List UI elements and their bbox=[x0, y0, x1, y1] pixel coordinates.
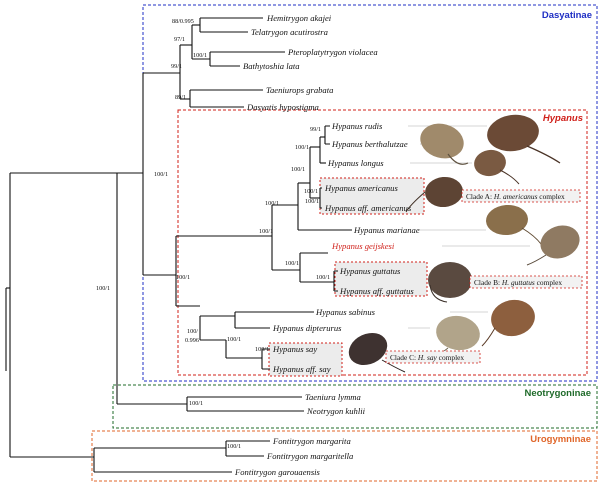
taxon-fontitrygon-margaritella: Fontitrygon margaritella bbox=[266, 451, 353, 461]
support-value: 100/1 bbox=[304, 188, 318, 195]
taxon-hypanus-aff-say: Hypanus aff. say bbox=[272, 364, 331, 374]
neotrygoninae-box bbox=[112, 384, 598, 429]
taxon-labels: Hemitrygon akajei Telatrygon acutirostra… bbox=[234, 13, 420, 477]
support-value: 88/0.995 bbox=[172, 18, 194, 25]
support-value: 100/1 bbox=[193, 52, 207, 59]
taxon-bathytoshia-lata: Bathytoshia lata bbox=[243, 61, 300, 71]
clade-a-label: Clade A: H. americanus complex bbox=[466, 192, 565, 201]
taxon-hypanus-aff-guttatus: Hypanus aff. guttatus bbox=[339, 286, 414, 296]
taxon-hypanus-rudis: Hypanus rudis bbox=[331, 121, 383, 131]
complex-labels: Clade A: H. americanus complex Clade B: … bbox=[385, 189, 583, 364]
clade-b-box bbox=[334, 261, 428, 297]
support-value: 100/1 bbox=[265, 200, 279, 207]
support-value: 100/1 bbox=[96, 285, 110, 292]
ray-photo-sabinus bbox=[481, 299, 535, 347]
taxon-hypanus-geijskesi: Hypanus geijskesi bbox=[331, 241, 395, 251]
taxon-hypanus-longus: Hypanus longus bbox=[327, 158, 384, 168]
support-value: 100/1 bbox=[255, 346, 269, 353]
ray-photo-americanus bbox=[405, 176, 463, 213]
taxon-fontitrygon-margarita: Fontitrygon margarita bbox=[272, 436, 351, 446]
taxon-hemitrygon-akajei: Hemitrygon akajei bbox=[266, 13, 332, 23]
taxon-hypanus-say: Hypanus say bbox=[272, 344, 317, 354]
support-value: 97/1 bbox=[174, 36, 185, 43]
support-value: 100/1 bbox=[176, 274, 190, 281]
ray-photo-berthalutzae bbox=[420, 123, 469, 165]
support-value: 0.996 bbox=[185, 337, 199, 344]
taxon-hypanus-sabinus: Hypanus sabinus bbox=[315, 307, 376, 317]
clade-a-label-box bbox=[461, 189, 581, 203]
dasyatinae-label: Dasyatinae bbox=[542, 10, 592, 21]
taxon-taeniurops-grabata: Taeniurops grabata bbox=[266, 85, 333, 95]
ray-photo-longus bbox=[474, 149, 520, 185]
support-value: 100/1 bbox=[227, 443, 241, 450]
taxon-hypanus-guttatus: Hypanus guttatus bbox=[339, 266, 401, 276]
taxon-telatrygon-acutirostra: Telatrygon acutirostra bbox=[251, 27, 328, 37]
clade-b-label: Clade B: H. guttatus complex bbox=[474, 278, 562, 287]
taxon-hypanus-americanus: Hypanus americanus bbox=[324, 183, 398, 193]
ray-photo-rudis bbox=[487, 114, 561, 164]
ray-photo-say bbox=[348, 332, 406, 373]
specimen-photos bbox=[348, 114, 580, 373]
taxon-pteroplatytrygon-violacea: Pteroplatytrygon violacea bbox=[287, 47, 378, 57]
support-value: 100/1 bbox=[154, 171, 168, 178]
clade-b-label-box bbox=[469, 275, 583, 289]
tree-branches bbox=[5, 17, 352, 473]
support-value: 100/1 bbox=[285, 260, 299, 267]
taxon-dasyatis-hypostigma: Dasyatis hypostigma bbox=[246, 102, 319, 112]
hypanus-label: Hypanus bbox=[543, 113, 583, 124]
clade-a-box bbox=[319, 177, 425, 215]
ray-photo-marianae bbox=[486, 204, 542, 245]
hypanus-box bbox=[177, 109, 588, 376]
support-value: 100/1 bbox=[259, 228, 273, 235]
neotrygoninae-label: Neotrygoninae bbox=[524, 388, 591, 399]
support-value: 100/1 bbox=[295, 144, 309, 151]
urogymninae-label: Urogymninae bbox=[530, 434, 591, 445]
support-value: 100/1 bbox=[316, 274, 330, 281]
clade-c-label: Clade C: H. say complex bbox=[390, 353, 464, 362]
support-value: 99/1 bbox=[310, 126, 321, 133]
ray-photo-geijskesi bbox=[526, 225, 580, 266]
support-value: 100/1 bbox=[305, 198, 319, 205]
support-value: 100/ bbox=[187, 328, 198, 335]
clade-c-box bbox=[268, 342, 343, 377]
ray-photo-guttatus bbox=[428, 262, 472, 303]
taxon-hypanus-berthalutzae: Hypanus berthalutzae bbox=[331, 139, 408, 149]
taxon-taeniura-lymma: Taeniura lymma bbox=[305, 392, 361, 402]
taxon-hypanus-aff-americanus: Hypanus aff. americanus bbox=[324, 203, 412, 213]
taxon-hypanus-dipterurus: Hypanus dipterurus bbox=[272, 323, 342, 333]
support-value: 100/1 bbox=[227, 336, 241, 343]
taxon-fontitrygon-garouaensis: Fontitrygon garouaensis bbox=[234, 467, 321, 477]
support-values: 88/0.995 97/1 100/1 99/1 89/1 99/1 100/1… bbox=[96, 18, 330, 450]
clade-c-label-box bbox=[385, 350, 481, 364]
urogymninae-box bbox=[91, 430, 598, 482]
taxon-hypanus-marianae: Hypanus marianae bbox=[353, 225, 420, 235]
support-value: 89/1 bbox=[175, 94, 186, 101]
taxon-neotrygon-kuhlii: Neotrygon kuhlii bbox=[306, 406, 366, 416]
support-value: 100/1 bbox=[189, 400, 203, 407]
support-value: 100/1 bbox=[291, 166, 305, 173]
support-value: 99/1 bbox=[171, 63, 182, 70]
